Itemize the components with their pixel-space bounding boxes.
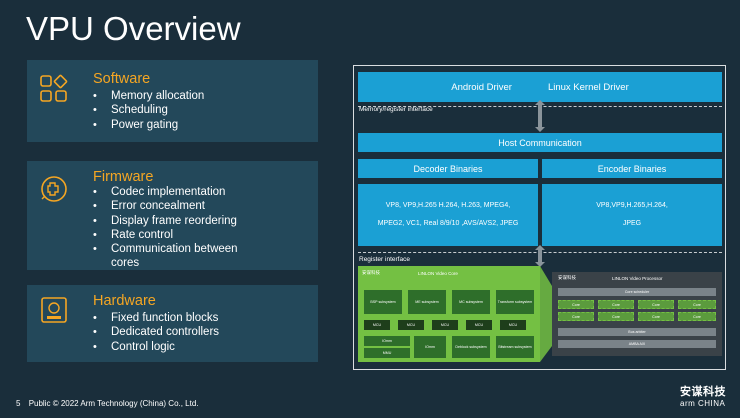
decoder-formats-box: VP8, VP9,H.265 H.264, H.263, MPEG4, MPEG… bbox=[358, 184, 538, 246]
core-block: Core bbox=[558, 300, 594, 309]
footer: 5 Public © 2022 Arm Technology (China) C… bbox=[16, 399, 199, 408]
iomm-block-2: IOmm bbox=[414, 336, 446, 358]
driver-box: Android Driver Linux Kernel Driver bbox=[358, 72, 722, 102]
page-number: 5 bbox=[16, 399, 21, 408]
firmware-title: Firmware bbox=[93, 169, 154, 185]
core-block: Core bbox=[598, 312, 634, 321]
mcu-block: MCU bbox=[500, 320, 526, 330]
copyright-text: Public © 2022 Arm Technology (China) Co.… bbox=[28, 399, 199, 408]
bsp-block: BSP subsystem bbox=[364, 290, 402, 314]
apps-grid-icon bbox=[40, 74, 68, 102]
video-processor-title: LINLON Video Processor bbox=[612, 276, 663, 281]
core-block: Core bbox=[638, 312, 674, 321]
firmware-chip-icon bbox=[41, 176, 67, 202]
encoder-formats-line1: VP8,VP9,H.265,H.264, bbox=[596, 202, 668, 209]
list-item: Memory allocation bbox=[93, 89, 204, 104]
hardware-title: Hardware bbox=[93, 293, 156, 309]
video-processor-logo: 安谋科技 bbox=[558, 275, 576, 280]
video-core-logo: 安谋科技 bbox=[362, 270, 380, 275]
core-block: Core bbox=[558, 312, 594, 321]
core-scheduler-block: Core scheduler bbox=[558, 288, 716, 296]
software-title: Software bbox=[93, 71, 151, 87]
zoom-connector-icon bbox=[540, 266, 552, 362]
core-block: Core bbox=[638, 300, 674, 309]
list-item: Dedicated controllers bbox=[93, 325, 219, 340]
video-core-box: 安谋科技 LINLON Video Core BSP subsystem ME … bbox=[358, 266, 540, 362]
list-item: Codec implementation bbox=[93, 185, 238, 200]
me-block: ME subsystem bbox=[408, 290, 446, 314]
mc-block: MC subsystem bbox=[452, 290, 490, 314]
video-core-title: LINLON Video Core bbox=[418, 271, 458, 276]
double-arrow-icon bbox=[535, 245, 545, 267]
transform-block: Transform subsystem bbox=[496, 290, 534, 314]
android-driver-label: Android Driver bbox=[451, 81, 512, 93]
list-item: Error concealment bbox=[93, 199, 238, 214]
page-title: VPU Overview bbox=[26, 10, 241, 47]
memory-interface-label: Memory/register interface bbox=[359, 106, 433, 113]
vpu-architecture-diagram: Android Driver Linux Kernel Driver Memor… bbox=[353, 65, 726, 370]
arm-china-logo: 安谋科技 arm CHINA bbox=[680, 383, 726, 408]
core-block: Core bbox=[678, 300, 716, 309]
bus-arbiter-block: Bus arbiter bbox=[558, 328, 716, 336]
software-panel: Software Memory allocation Scheduling Po… bbox=[27, 60, 318, 142]
mcu-block: MCU bbox=[398, 320, 424, 330]
deblock-block: Deblock subsystem bbox=[452, 336, 490, 358]
bitstream-block: Bitstream subsystem bbox=[496, 336, 534, 358]
decoder-binaries-box: Decoder Binaries bbox=[358, 159, 538, 178]
software-list: Memory allocation Scheduling Power gatin… bbox=[93, 89, 204, 132]
amba-axi-block: AMBA AXI bbox=[558, 340, 716, 348]
hardware-box-icon bbox=[41, 297, 67, 323]
mcu-block: MCU bbox=[466, 320, 492, 330]
core-block: Core bbox=[598, 300, 634, 309]
list-item: cores bbox=[111, 257, 140, 270]
linux-driver-label: Linux Kernel Driver bbox=[547, 81, 629, 93]
mcu-block: MCU bbox=[432, 320, 458, 330]
double-arrow-icon bbox=[535, 100, 545, 132]
logo-cn: 安谋科技 bbox=[680, 386, 726, 398]
list-item: Communication between bbox=[93, 242, 238, 257]
register-interface-label: Register interface bbox=[359, 256, 410, 263]
logo-en: arm CHINA bbox=[680, 399, 726, 408]
decoder-formats-line2: MPEG2, VC1, Real 8/9/10 ,AVS/AVS2, JPEG bbox=[377, 220, 519, 227]
host-communication-box: Host Communication bbox=[358, 133, 722, 152]
firmware-list: Codec implementation Error concealment D… bbox=[93, 185, 238, 271]
encoder-binaries-box: Encoder Binaries bbox=[542, 159, 722, 178]
hardware-list: Fixed function blocks Dedicated controll… bbox=[93, 311, 219, 354]
list-item: Rate control bbox=[93, 228, 238, 243]
firmware-panel: Firmware Codec implementation Error conc… bbox=[27, 161, 318, 270]
hardware-panel: Hardware Fixed function blocks Dedicated… bbox=[27, 285, 318, 362]
list-item: Scheduling bbox=[93, 103, 204, 118]
decoder-formats-line1: VP8, VP9,H.265 H.264, H.263, MPEG4, bbox=[385, 202, 511, 209]
encoder-formats-box: VP8,VP9,H.265,H.264, JPEG bbox=[542, 184, 722, 246]
mcu-block: MCU bbox=[364, 320, 390, 330]
video-processor-box: 安谋科技 LINLON Video Processor Core schedul… bbox=[552, 272, 722, 356]
mmu-block: MMU bbox=[364, 348, 410, 358]
list-item: Fixed function blocks bbox=[93, 311, 219, 326]
iomm-block: IOmm bbox=[364, 336, 410, 346]
core-block: Core bbox=[678, 312, 716, 321]
encoder-formats-line2: JPEG bbox=[622, 220, 642, 227]
list-item: Power gating bbox=[93, 118, 204, 133]
list-item: Display frame reordering bbox=[93, 214, 238, 229]
list-item: Control logic bbox=[93, 340, 219, 355]
